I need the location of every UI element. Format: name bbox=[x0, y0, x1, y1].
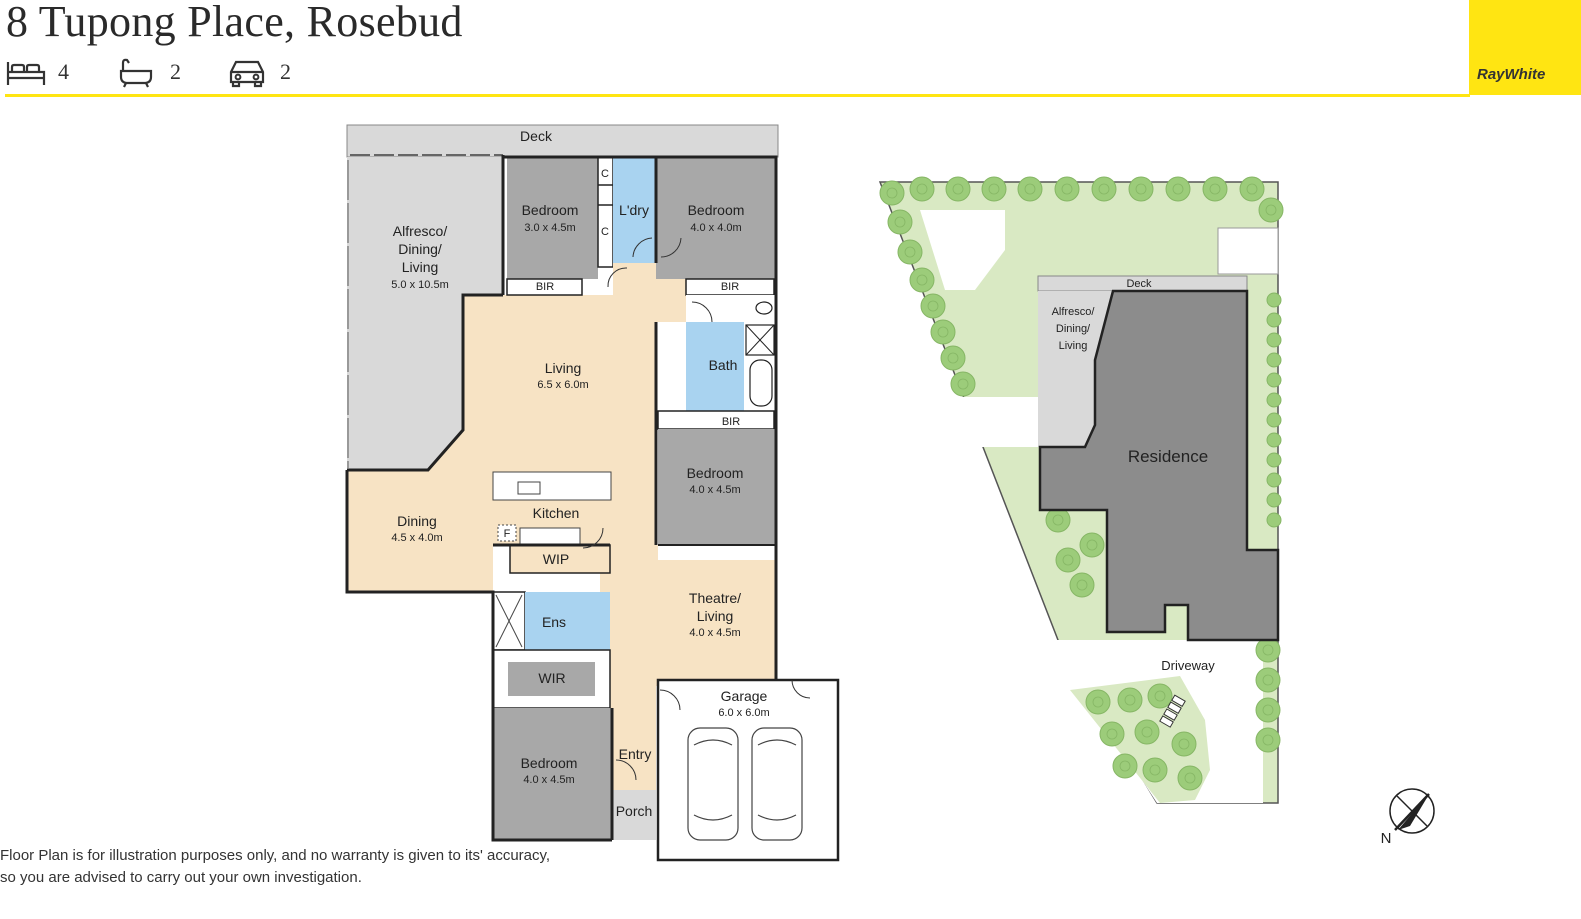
listing-title: 8 Tupong Place, Rosebud bbox=[6, 0, 463, 46]
deck-area bbox=[346, 124, 779, 158]
bedroom-2 bbox=[656, 157, 776, 279]
theatre-label-line2: Living bbox=[697, 608, 734, 624]
theatre-dims: 4.0 x 4.5m bbox=[689, 627, 740, 639]
theatre-room bbox=[658, 560, 776, 680]
bathroom bbox=[686, 322, 744, 411]
bedroom-2-dims: 4.0 x 4.0m bbox=[690, 222, 741, 234]
car-spaces-feature: 2 bbox=[228, 58, 298, 88]
bir-1 bbox=[506, 278, 583, 296]
porch-label: Porch bbox=[616, 803, 653, 819]
disclaimer-line-2: so you are advised to carry out your own… bbox=[0, 869, 362, 886]
bir-1-label: BIR bbox=[536, 281, 554, 293]
bedroom-1-label: Bedroom bbox=[522, 202, 579, 218]
disclaimer: Floor Plan is for illustration purposes … bbox=[0, 845, 550, 889]
bathrooms-feature: 2 bbox=[118, 58, 188, 88]
north-label: N bbox=[1381, 830, 1392, 847]
driveway-label: Driveway bbox=[1161, 658, 1215, 673]
site-plan: Deck Alfresco/ Dining/ Living Residence … bbox=[878, 176, 1435, 847]
dining-dims: 4.5 x 4.0m bbox=[391, 532, 442, 544]
site-alfresco-line3: Living bbox=[1059, 340, 1088, 352]
bedroom-4-dims: 4.0 x 4.5m bbox=[523, 774, 574, 786]
laundry bbox=[613, 157, 656, 263]
alfresco-label-line1: Alfresco/ bbox=[393, 223, 448, 239]
bedroom-4 bbox=[493, 708, 612, 840]
wip-label: WIP bbox=[543, 551, 569, 567]
alfresco-label-line2: Dining/ bbox=[398, 241, 442, 257]
bedroom-2-label: Bedroom bbox=[688, 202, 745, 218]
bath-icon bbox=[119, 58, 153, 88]
bath-label: Bath bbox=[709, 357, 738, 373]
bedrooms-feature: 4 bbox=[6, 58, 76, 88]
alfresco-area bbox=[347, 157, 503, 470]
bedroom-1-dims: 3.0 x 4.5m bbox=[524, 222, 575, 234]
bedroom-3 bbox=[658, 429, 776, 545]
residence bbox=[1038, 289, 1280, 642]
site-alfresco-line2: Dining/ bbox=[1056, 323, 1091, 335]
bedroom-3-label: Bedroom bbox=[687, 465, 744, 481]
disclaimer-line-1: Floor Plan is for illustration purposes … bbox=[0, 847, 551, 864]
living-label: Living bbox=[545, 360, 582, 376]
site-alfresco-line1: Alfresco/ bbox=[1052, 306, 1096, 318]
living-dims: 6.5 x 6.0m bbox=[537, 379, 588, 391]
bir-3-label: BIR bbox=[722, 416, 740, 428]
wir-label: WIR bbox=[538, 670, 565, 686]
entry-label: Entry bbox=[619, 746, 652, 762]
floor-plan: Deck Alfresco/ Dining/ Living 5.0 x 10.5… bbox=[345, 124, 840, 862]
brand-logo[interactable]: RayWhite bbox=[1469, 0, 1581, 95]
kitchen-label: Kitchen bbox=[533, 505, 580, 521]
north-arrow-icon bbox=[1389, 788, 1435, 834]
header-divider bbox=[5, 94, 1470, 97]
residence-label: Residence bbox=[1128, 447, 1208, 466]
alfresco-dims: 5.0 x 10.5m bbox=[391, 279, 448, 291]
bedroom-1 bbox=[507, 157, 598, 279]
garage-label: Garage bbox=[721, 688, 768, 704]
dining-label: Dining bbox=[397, 513, 437, 529]
bedrooms-count: 4 bbox=[58, 59, 69, 84]
fridge-label: F bbox=[504, 528, 511, 540]
porch bbox=[612, 790, 656, 840]
brand-name: RayWhite bbox=[1477, 66, 1546, 83]
ensuite bbox=[525, 592, 610, 650]
deck-label: Deck bbox=[520, 128, 553, 144]
bir-2-label: BIR bbox=[721, 281, 739, 293]
car-icon bbox=[229, 60, 265, 88]
walk-in-robe bbox=[508, 662, 595, 696]
cupboard-1-label: C bbox=[601, 168, 609, 180]
theatre-label-line1: Theatre/ bbox=[689, 590, 741, 606]
site-deck-label: Deck bbox=[1126, 278, 1152, 290]
car-spaces-count: 2 bbox=[280, 59, 291, 84]
laundry-label: L'dry bbox=[619, 202, 649, 218]
bed-icon bbox=[6, 62, 46, 85]
bir-3 bbox=[657, 410, 775, 430]
cupboard-2-label: C bbox=[601, 226, 609, 238]
bedroom-3-dims: 4.0 x 4.5m bbox=[689, 484, 740, 496]
bathrooms-count: 2 bbox=[170, 59, 181, 84]
garage-dims: 6.0 x 6.0m bbox=[718, 707, 769, 719]
ensuite-label: Ens bbox=[542, 614, 566, 630]
bedroom-4-label: Bedroom bbox=[521, 755, 578, 771]
alfresco-label-line3: Living bbox=[402, 259, 439, 275]
